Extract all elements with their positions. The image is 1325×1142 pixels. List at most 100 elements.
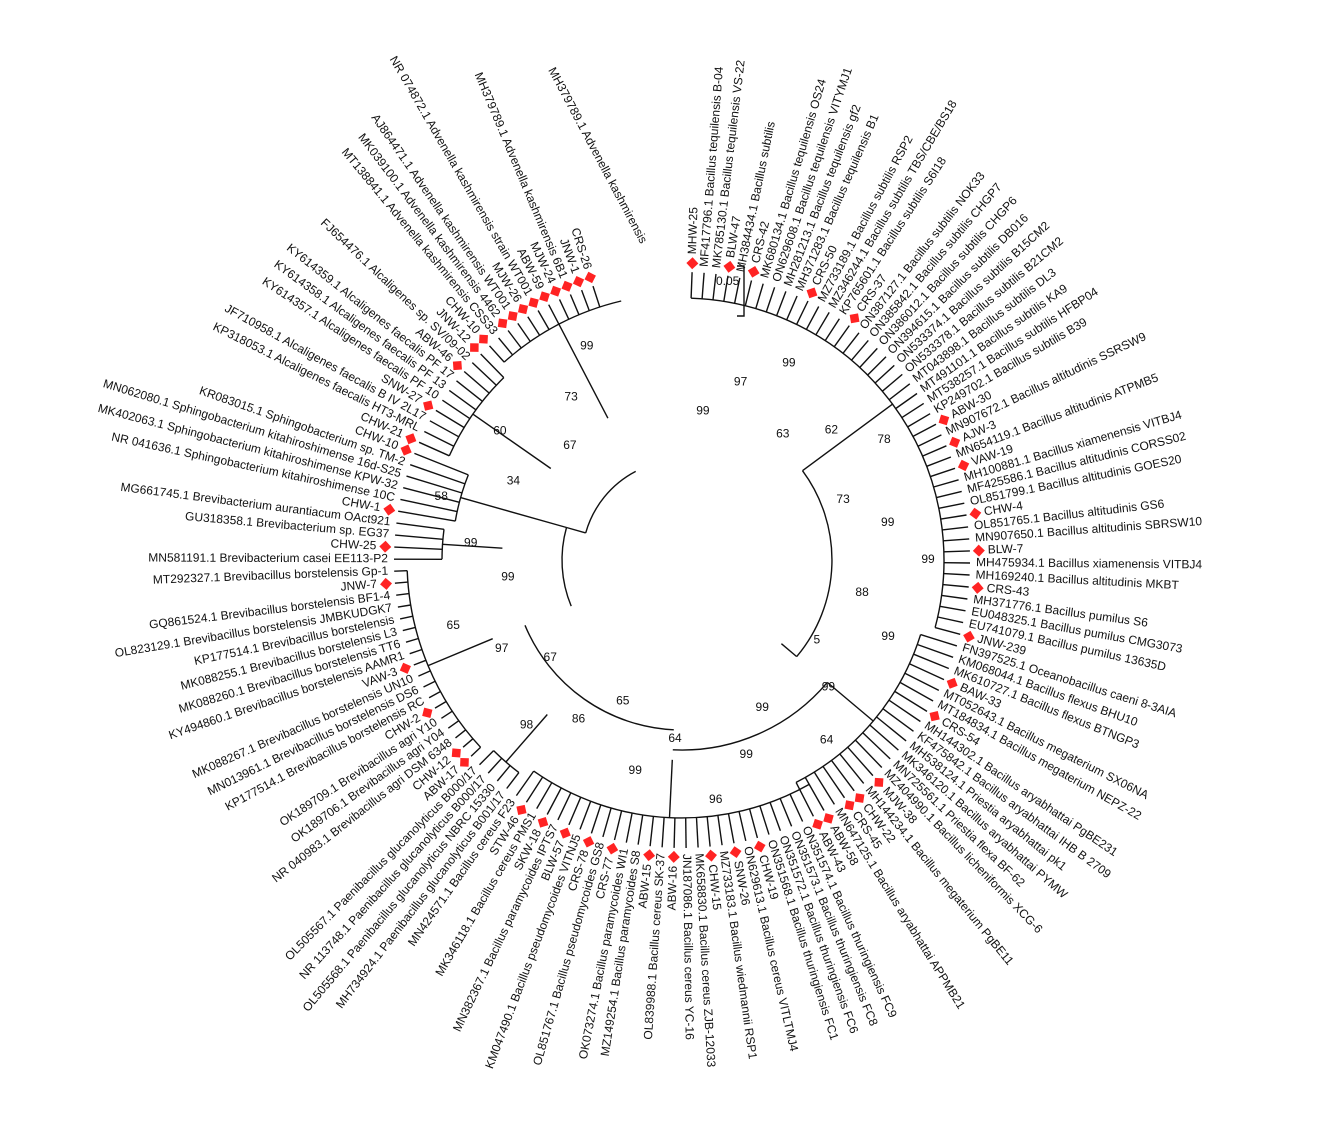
isolate-marker-icon — [550, 285, 562, 297]
isolate-marker-icon — [561, 280, 573, 292]
tip-branch — [888, 383, 911, 401]
tip-branch — [733, 277, 741, 304]
tip-branch — [795, 300, 809, 325]
bootstrap-value: 62 — [825, 422, 839, 436]
tip-branch — [506, 772, 520, 789]
isolate-marker-icon — [686, 257, 699, 270]
tip-branch — [815, 312, 830, 336]
tip-branch — [936, 490, 962, 499]
tip-branch — [867, 356, 887, 376]
tip-branch — [579, 801, 592, 830]
isolate-marker-icon — [844, 800, 855, 811]
clade-stem — [472, 413, 552, 470]
bootstrap-value: 97 — [495, 641, 509, 655]
floating-taxon-label: MH379789.1 Advenella kashmirensis — [545, 65, 650, 246]
tip-branch — [888, 699, 921, 723]
tip-branch — [943, 550, 970, 553]
isolate-marker-icon — [812, 818, 823, 830]
tip-branch — [397, 604, 411, 608]
isolate-marker-icon — [946, 677, 958, 689]
tip-branch — [515, 770, 535, 797]
clade-arc — [503, 300, 622, 363]
isolate-marker-icon — [423, 400, 434, 411]
bootstrap-value: 99 — [740, 747, 754, 761]
isolate-marker-icon — [969, 507, 982, 520]
tip-branch — [558, 299, 570, 320]
isolate-label: CRS-43 — [986, 581, 1030, 599]
bootstrap-value: 97 — [734, 375, 748, 389]
backbone-arc — [561, 527, 572, 607]
isolate-label: ABW-16 — [665, 865, 680, 910]
isolate-marker-icon — [823, 813, 834, 824]
tip-branch — [943, 572, 970, 576]
tip-branch — [926, 456, 952, 467]
isolate-label: BLW-7 — [988, 541, 1024, 556]
tip-branch — [394, 581, 408, 584]
tip-branch — [488, 345, 505, 363]
isolate-marker-icon — [400, 444, 412, 456]
tip-branch — [525, 776, 544, 803]
tip-branch — [471, 362, 497, 386]
isolate-marker-icon — [971, 581, 984, 594]
tip-branch — [517, 323, 531, 342]
tip-branch — [400, 498, 458, 513]
tip-branch — [940, 514, 967, 520]
bootstrap-value: 99 — [881, 515, 895, 529]
tip-branch — [442, 399, 471, 420]
tip-branch — [546, 787, 562, 815]
clade-stem — [427, 638, 493, 667]
tip-branch — [537, 310, 550, 330]
tip-branch — [403, 487, 460, 503]
clade-stem — [558, 323, 609, 419]
isolate-marker-icon — [854, 793, 865, 803]
isolate-marker-icon — [383, 503, 396, 516]
tip-branch — [874, 364, 895, 384]
reference-label: MN581191.1 Brevibacterium casei EE113-P2 — [148, 551, 388, 566]
tip-branch — [938, 502, 965, 509]
tip-branch — [804, 777, 825, 811]
tip-branch — [423, 430, 455, 447]
bootstrap-value: 64 — [668, 731, 682, 745]
clade-stem — [460, 496, 567, 529]
bootstrap-value: 73 — [564, 389, 578, 403]
tip-branch — [933, 479, 959, 488]
tip-branch — [396, 592, 410, 596]
tip-branch — [805, 306, 820, 330]
isolate-marker-icon — [470, 343, 479, 352]
tip-branch — [649, 816, 655, 847]
isolate-markers — [379, 257, 985, 863]
tip-branch — [428, 690, 441, 699]
isolate-marker-icon — [451, 748, 461, 758]
isolate-marker-icon — [747, 265, 760, 278]
tip-branch — [943, 538, 970, 542]
tip-branch — [661, 817, 665, 848]
tip-branch — [434, 700, 447, 709]
tip-branch — [917, 434, 942, 447]
isolate-marker-icon — [422, 707, 433, 718]
tip-branch — [413, 659, 427, 666]
isolate-marker-icon — [497, 318, 508, 329]
clade-stem — [826, 681, 874, 722]
tip-branch — [765, 287, 776, 313]
tip-branch — [894, 690, 928, 712]
isolate-marker-icon — [929, 711, 940, 722]
backbone-arc — [672, 681, 828, 751]
tip-branch — [402, 626, 416, 632]
bootstrap-value: 65 — [447, 618, 461, 632]
tip-branch — [755, 283, 764, 309]
tip-branch — [907, 413, 931, 428]
isolate-label: ABW-15 — [635, 863, 654, 909]
tip-branch — [909, 663, 945, 681]
tip-branch — [904, 672, 940, 692]
isolate-label: CHW-25 — [330, 536, 377, 552]
tip-branch — [748, 808, 759, 839]
tip-branch — [920, 633, 958, 647]
tip-branch — [824, 318, 840, 341]
isolate-marker-icon — [572, 275, 585, 288]
scale-bar: 0.05 — [716, 265, 745, 317]
tip-branch — [833, 325, 850, 348]
bootstrap-value: 5 — [814, 632, 821, 646]
tip-branch — [602, 807, 612, 838]
tip-branch — [568, 797, 582, 826]
